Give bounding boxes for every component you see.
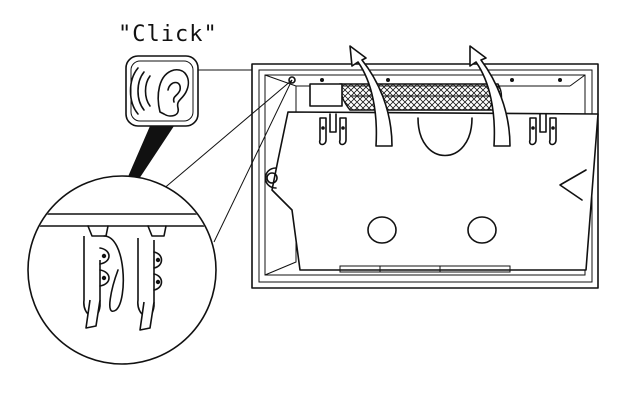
back-pins — [320, 78, 562, 82]
arrow-right — [469, 45, 511, 147]
zoom-connectors — [154, 69, 296, 243]
click-caption: "Click" — [118, 22, 218, 47]
top-bracket — [309, 83, 503, 111]
arrow-left — [349, 45, 393, 147]
front-panel — [264, 111, 599, 273]
zoom-circle — [27, 175, 217, 365]
panel-clip-left — [318, 113, 347, 146]
ear-sound-icon — [125, 55, 199, 127]
panel-clip-right — [528, 113, 557, 146]
